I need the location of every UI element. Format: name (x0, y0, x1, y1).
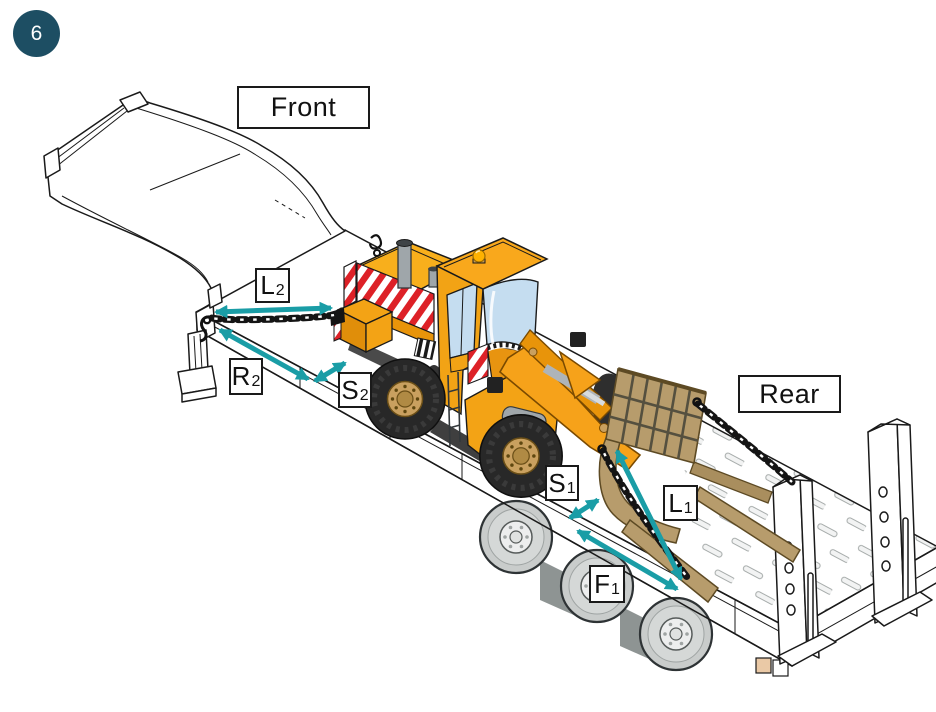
support-leg (177, 329, 217, 403)
cab-ladder (447, 371, 461, 447)
label-subscript: 1 (610, 580, 620, 598)
hazard-stripes-edge (343, 260, 357, 310)
chain-hook (692, 397, 702, 407)
label-base: S (548, 467, 566, 498)
gooseneck (43, 91, 346, 313)
label-subscript: 2 (251, 373, 261, 390)
exhaust-stack (396, 239, 439, 289)
arm-counterweight (487, 377, 503, 393)
label-base: S (341, 374, 359, 405)
label-subscript: 1 (566, 479, 576, 497)
measure-arrow-l1 (614, 449, 684, 581)
label-base: L (260, 270, 275, 300)
fork-attachment (598, 367, 802, 604)
arm-counterweight (570, 332, 586, 347)
tie-down-chain-rear-corner (692, 397, 796, 486)
tail-light (755, 657, 772, 674)
ramp-post-right (867, 418, 933, 627)
fork-cross-bar (689, 461, 773, 504)
cab-roof (435, 237, 549, 290)
front-label: Front (237, 86, 370, 129)
hazard-stripes-front (467, 343, 489, 385)
label-subscript: 2 (275, 282, 285, 299)
measure-arrow-s1 (568, 497, 600, 521)
rocker-arm (558, 350, 602, 400)
ramp-post-left (772, 474, 837, 667)
step-number-badge: 6 (13, 10, 60, 57)
beacon-light (472, 249, 486, 264)
label-base: R (231, 361, 251, 391)
articulation-tick-panel (413, 337, 437, 360)
label-subscript: 1 (683, 499, 693, 517)
label-subscript: 2 (359, 386, 369, 404)
label-base: L (668, 487, 683, 518)
measure-arrow-l2 (213, 301, 334, 319)
measurement-arrows (213, 301, 684, 592)
rear-label: Rear (738, 375, 841, 413)
measure-arrow-s2 (313, 360, 347, 384)
chain-hook (597, 444, 607, 454)
measure-arrow-r2 (218, 327, 310, 382)
lifting-eye-hook-icon (368, 234, 383, 257)
label-base: F (594, 568, 610, 599)
fork-backrest (605, 367, 707, 465)
